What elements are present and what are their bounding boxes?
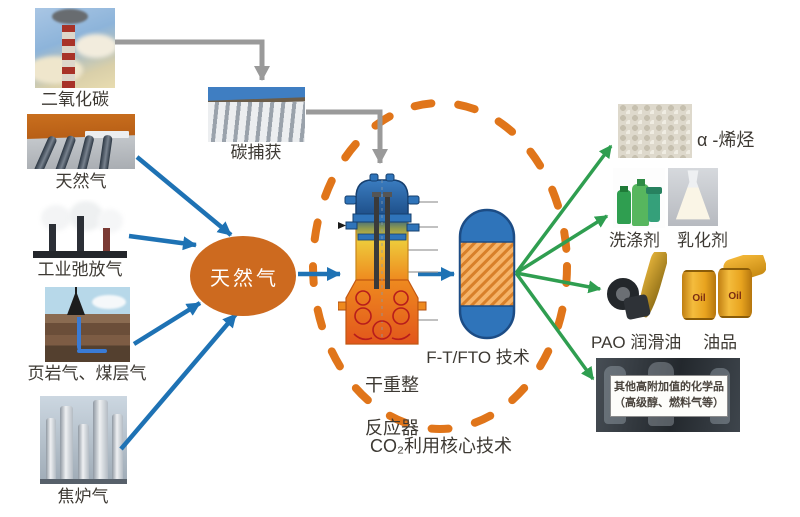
tube-cap [372,192,381,197]
column-shape [60,406,73,480]
derrick-mast-shape [75,287,77,297]
arrow-co2-to-capture [115,39,270,81]
natural-gas-hub: 天然气 [190,236,296,316]
ft-fto-column-illustration [458,208,516,340]
other-chemicals-box: 其他高附加值的化学品 （高级醇、燃料气等） [610,375,728,417]
ground-shape [40,479,127,484]
reactor-lower-section [345,279,419,345]
capture-columns-shape [208,102,305,142]
building-shape [85,131,129,138]
pipe-shape [33,134,58,169]
reactor-callout-lines [402,201,438,321]
other-chemicals-line1: 其他高附加值的化学品 [614,381,724,394]
smoke-shape [52,9,88,24]
column-shape [46,418,56,480]
chimney-shape [62,25,75,88]
reactor-tube [385,197,390,289]
smokestack-shape [49,224,56,252]
reactor-body [355,217,409,281]
reactor-flow-swirls [353,290,411,341]
bottle-cap-shape [637,179,645,186]
alpha-olefin-pellets-photo [618,104,692,158]
natural-gas-hub-label: 天然气 [210,267,279,290]
shale-coalbed-gas-label: 页岩气、煤层气 [27,364,147,383]
reactor-label-line2: 反应器 [365,417,419,438]
oil-barrels-photo: Oil Oil [676,255,766,322]
arrow-ft-to-detergent [515,214,609,275]
bottle-shape [617,190,631,224]
co2-source-photo [35,8,115,88]
reactor-side-knob [344,195,357,205]
bottle-shape [632,184,649,226]
co2-label: 二氧化碳 [41,90,109,109]
barrel-oil-text: Oil [692,293,706,304]
pipe-shape [76,134,95,169]
bottle-cap-shape [620,186,628,192]
pipe-shape [54,134,77,169]
tube-cap [383,192,392,197]
coke-oven-gas-photo [40,396,127,484]
coke-oven-gas-label: 焦炉气 [57,487,109,506]
shale-gas-photo [45,287,130,362]
alpha-olefins-label: α -烯烃 [697,130,755,150]
reactor-label: 干重整 反应器 [332,353,432,461]
cloud-shape [35,56,83,84]
arrow-shale-to-hub [132,301,202,346]
reactor-inlet-arrow [338,222,346,229]
column-catalyst-bed [459,241,515,307]
reactor-right-nozzle [406,223,420,232]
well-pipe-shape [77,349,107,353]
other-chemicals-photo: 其他高附加值的化学品 （高级醇、燃料气等） [596,358,740,432]
industrial-purge-gas-label: 工业弛放气 [37,260,123,279]
detergent-bottles-photo [613,168,665,228]
column-shape [93,400,108,480]
core-technology-caption: CO₂利用核心技术 [370,436,512,456]
ft-fto-label: F-T/FTO 技术 [426,348,530,367]
barrel-shape [682,270,716,320]
carbon-capture-photo [208,87,305,142]
cloud-shape [75,34,115,58]
detergent-emulsifier-label: 洗涤剂 乳化剂 [609,231,728,250]
barrel-shape [718,268,752,318]
cloud-shape [92,295,126,309]
reactor-bottom-nozzle [417,301,427,311]
arrow-industrial-to-hub [128,233,197,251]
reactor-dome [355,179,409,219]
reactor-label-line1: 干重整 [365,374,419,395]
factory-base-shape [33,251,127,258]
flask-shape [675,170,711,220]
natural-gas-label: 天然气 [55,172,107,191]
spray-bottle-shape [648,192,660,222]
reactor-top-nozzle [369,173,379,182]
well-pipe-shape [77,317,81,351]
spray-trigger-shape [646,187,662,194]
column-shape [78,424,89,480]
arrow-capture-to-reactor [306,109,388,164]
smokestack-shape [77,216,84,252]
arrow-ft-to-alpha-olefins [514,144,613,275]
derrick-shape [67,291,85,315]
industrial-purge-gas-photo [33,199,127,258]
natural-gas-photo [27,114,135,169]
arrow-ft-to-pao [515,271,602,294]
pao-lubricant-oil-label: PAO 润滑油 油品 [591,333,738,352]
reactor-tube [374,197,379,289]
reactor-top-nozzle [385,173,395,182]
pipe-shape [98,134,113,169]
reactor-left-nozzle [345,221,358,230]
column-shape [112,414,123,480]
steam-plume-shape [97,209,123,233]
reactor-bottom-nozzle [338,301,347,311]
arrow-gas-to-hub [135,155,233,237]
other-chemicals-line2: （高级醇、燃料气等） [614,397,724,409]
carbon-capture-label: 碳捕获 [230,143,282,162]
emulsifier-flask-photo [668,168,718,226]
reactor-side-knob [407,195,420,205]
barrel-oil-text: Oil [728,291,742,302]
steam-plume-shape [41,205,71,231]
smokestack-shape [103,228,110,252]
dry-reforming-reactor-illustration [338,173,438,345]
pao-lubricant-photo [605,252,667,332]
